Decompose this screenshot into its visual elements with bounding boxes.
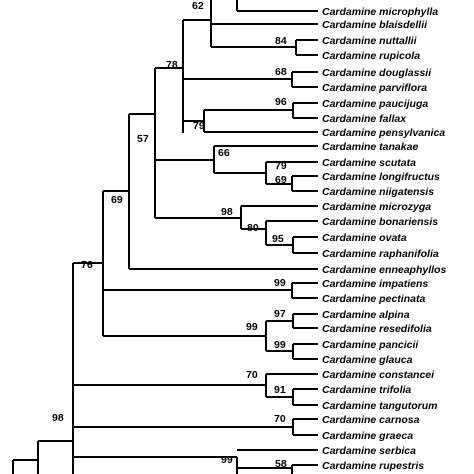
support-value: 57 [137, 133, 149, 145]
support-value: 99 [246, 321, 258, 333]
taxon-label: Cardamine douglassii [322, 67, 432, 79]
support-value: 84 [275, 35, 287, 47]
taxon-label: Cardamine enneaphyllos [322, 264, 446, 276]
support-value: 62 [192, 0, 204, 12]
taxon-label: Cardamine longifructus [322, 171, 440, 183]
taxon-label: Cardamine tanakae [322, 141, 418, 153]
taxon-label: Cardamine scutata [322, 157, 416, 169]
taxon-label: Cardamine pancicii [322, 339, 419, 351]
taxon-label: Cardamine paucijuga [322, 98, 428, 110]
support-value: 91 [274, 384, 286, 396]
support-value: 99 [221, 454, 233, 466]
support-value: 98 [52, 412, 64, 424]
taxon-label: Cardamine alpina [322, 309, 410, 321]
taxon-label: Cardamine tangutorum [322, 400, 438, 412]
support-value: 76 [81, 259, 93, 271]
support-value: 79 [275, 160, 287, 172]
taxon-label: Cardamine impatiens [322, 278, 428, 290]
support-value: 69 [275, 174, 287, 186]
taxon-label: Cardamine pensylvanica [322, 127, 445, 139]
tree-branches [12, 0, 318, 474]
support-values: 62 84 68 78 96 79 79 69 66 57 98 80 95 69 99 76 97 99 99 70… [52, 0, 287, 470]
taxon-label: Cardamine blaisdellii [322, 19, 428, 31]
support-value: 58 [275, 458, 287, 470]
taxon-label: Cardamine raphanifolia [322, 248, 439, 260]
support-value: 70 [274, 413, 286, 425]
support-value: 79 [193, 120, 205, 132]
taxon-label: Cardamine carnosa [322, 414, 420, 426]
taxon-label: Cardamine constancei [322, 369, 435, 381]
taxon-label: Cardamine serbica [322, 445, 416, 457]
taxon-label: Cardamine graeca [322, 430, 413, 442]
support-value: 98 [221, 206, 233, 218]
support-value: 66 [218, 147, 230, 159]
support-value: 95 [272, 233, 284, 245]
support-value: 78 [166, 59, 178, 71]
taxon-label: Cardamine rupestris [322, 460, 424, 472]
taxon-label: Cardamine parviflora [322, 82, 427, 94]
taxon-label: Cardamine rupicola [322, 50, 420, 62]
taxon-label: Cardamine trifolia [322, 384, 411, 396]
taxon-label: Cardamine microphylla [322, 6, 438, 18]
support-value: 99 [274, 277, 286, 289]
support-value: 68 [275, 66, 287, 78]
support-value: 99 [274, 339, 286, 351]
support-value: 69 [111, 194, 123, 206]
support-value: 80 [247, 222, 259, 234]
support-value: 96 [275, 96, 287, 108]
taxon-label: Cardamine ovata [322, 232, 407, 244]
taxon-label: Cardamine nuttallii [322, 35, 418, 47]
taxon-label: Cardamine fallax [322, 113, 407, 125]
taxon-label: Cardamine resedifolia [322, 323, 432, 335]
taxon-label: Cardamine bonariensis [322, 216, 438, 228]
taxon-label: Cardamine pectinata [322, 293, 425, 305]
taxon-label: Cardamine microzyga [322, 201, 431, 213]
taxon-label: Cardamine glauca [322, 354, 413, 366]
taxon-label: Cardamine niigatensis [322, 186, 434, 198]
support-value: 70 [246, 369, 258, 381]
support-value: 97 [274, 308, 286, 320]
